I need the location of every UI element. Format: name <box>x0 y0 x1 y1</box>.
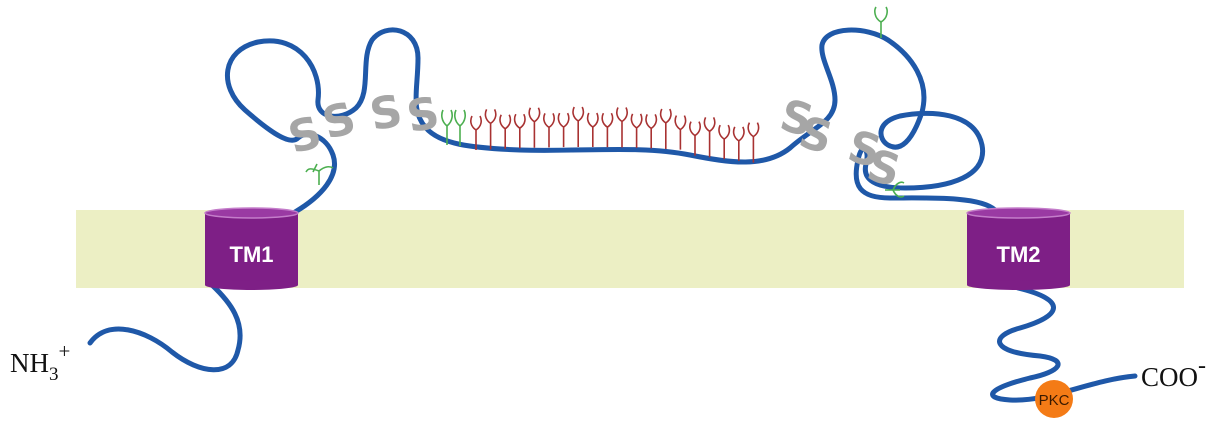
red-glycan-icon <box>675 116 685 150</box>
disulfide-bonds: S S S S S S S S <box>283 85 906 197</box>
disulfide-s: S <box>366 85 406 141</box>
red-glycan-icon <box>748 123 758 163</box>
n-terminal-tail <box>90 285 240 370</box>
green-glycan-icon <box>455 110 465 146</box>
red-glycan-icon <box>719 125 729 159</box>
c-terminus-label: COO- <box>1141 353 1206 392</box>
red-glycan-icon <box>588 113 598 147</box>
red-glycan-icon <box>646 114 656 148</box>
red-glycan-icon <box>529 108 539 148</box>
red-glycan-icon <box>617 107 627 147</box>
n-terminus-label: NH3+ <box>10 339 70 385</box>
red-glycan-icon <box>631 114 641 148</box>
red-glycan-icon <box>573 107 583 147</box>
red-glycan-icon <box>602 113 612 147</box>
red-glycan-icon <box>485 109 495 149</box>
red-glycan-icon <box>500 115 510 149</box>
tm2-domain: TM2 <box>967 208 1070 290</box>
red-glycan-icon <box>558 113 568 147</box>
red-glycan-icon <box>704 117 714 157</box>
tm1-label: TM1 <box>230 242 274 267</box>
pkc-label: PKC <box>1039 392 1070 409</box>
tm1-domain: TM1 <box>205 208 298 290</box>
red-glycan-icon <box>661 109 671 149</box>
central-glycan-row <box>471 107 759 163</box>
red-glycan-icon <box>734 127 744 161</box>
tm2-label: TM2 <box>997 242 1041 267</box>
red-glycan-icon <box>515 114 525 148</box>
disulfide-s: S <box>403 87 443 143</box>
red-glycan-icon <box>690 122 700 156</box>
pkc-site: PKC <box>1035 380 1073 418</box>
red-glycan-icon <box>544 113 554 147</box>
